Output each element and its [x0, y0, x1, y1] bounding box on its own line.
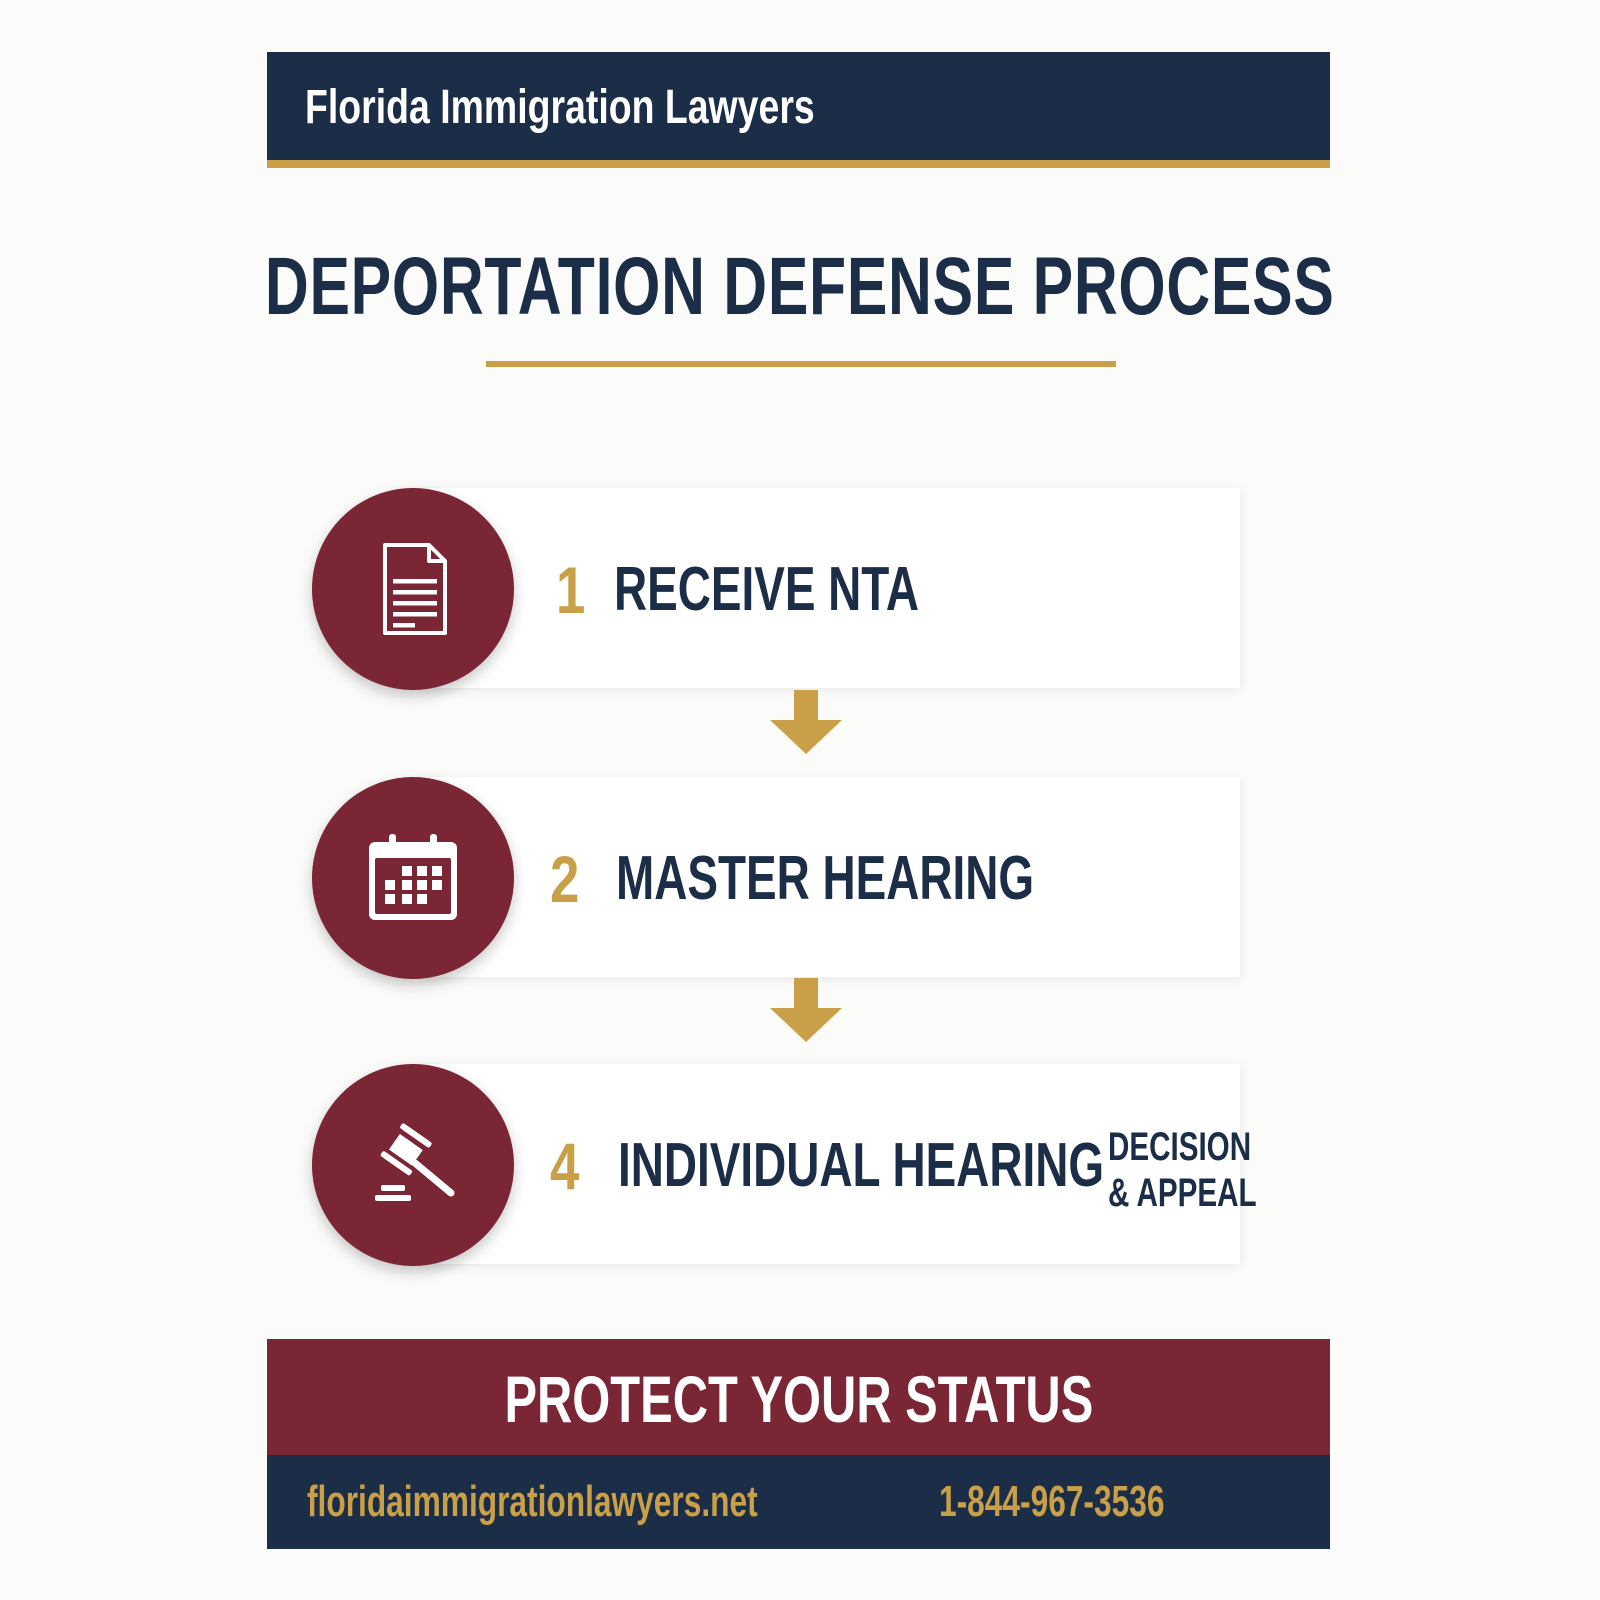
step-icon-circle-1 [312, 488, 514, 690]
step-number-2: 2 [550, 842, 580, 916]
phone-number-link[interactable]: 1-844-967-3536 [939, 1477, 1165, 1526]
calendar-icon [369, 834, 457, 920]
title-underline [486, 361, 1116, 367]
step-label-1: RECEIVE NTA [614, 555, 920, 624]
step-sub-label-line1: DECISION [1108, 1125, 1252, 1169]
website-link[interactable]: floridaimmigrationlawyers.net [307, 1477, 758, 1526]
arrow-down-icon [770, 690, 842, 754]
step-number-1: 1 [556, 553, 586, 627]
step-card-2 [420, 777, 1240, 977]
arrow-down-icon [770, 978, 842, 1042]
page-title: DEPORTATION DEFENSE PROCESS [265, 241, 1335, 332]
document-icon [383, 543, 447, 635]
gavel-icon [375, 1123, 455, 1201]
header-gold-rule [267, 160, 1330, 168]
footer-banner: floridaimmigrationlawyers.net 1-844-967-… [267, 1455, 1330, 1549]
step-card-3 [420, 1064, 1240, 1264]
step-icon-circle-2 [312, 777, 514, 979]
header-banner: Florida Immigration Lawyers [267, 52, 1330, 160]
cta-text: PROTECT YOUR STATUS [504, 1362, 1093, 1436]
step-card-1 [420, 488, 1240, 688]
step-icon-circle-3 [312, 1064, 514, 1266]
cta-banner: PROTECT YOUR STATUS [267, 1339, 1330, 1455]
step-label-2: MASTER HEARING [616, 844, 1035, 913]
page-title-container: DEPORTATION DEFENSE PROCESS [0, 240, 1600, 334]
header-title: Florida Immigration Lawyers [305, 81, 815, 134]
step-label-3: INDIVIDUAL HEARING [618, 1131, 1105, 1200]
step-number-3: 4 [550, 1129, 580, 1203]
step-sub-label-line2: & APPEAL [1108, 1171, 1257, 1215]
